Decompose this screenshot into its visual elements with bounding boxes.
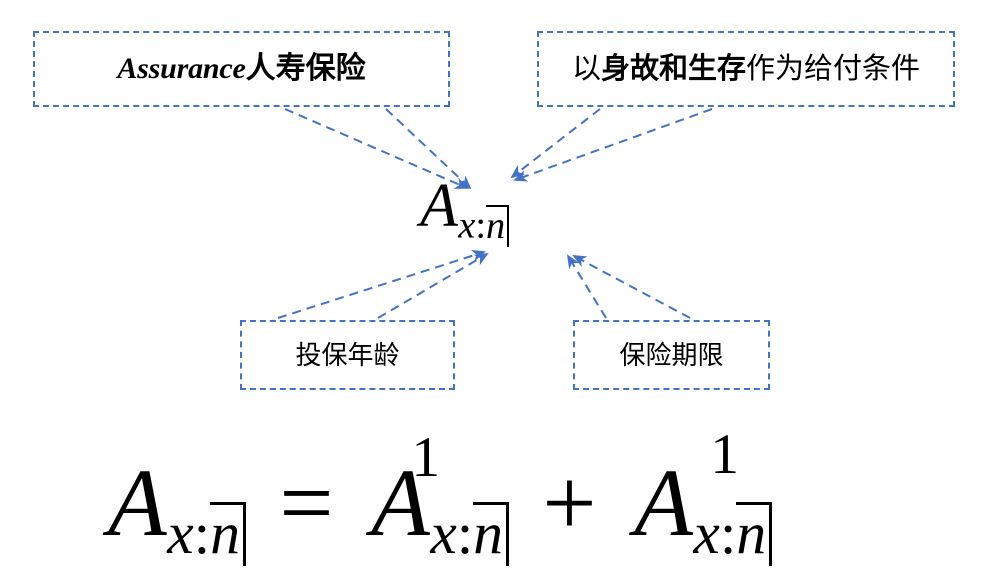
connector-term-n-left (566, 254, 607, 319)
connector-term-n-right (572, 255, 691, 319)
angle-overline-icon (210, 502, 246, 506)
callout-policy-term-label: 保险期限 (619, 340, 724, 370)
formula-main-term: n (486, 204, 506, 247)
angle-overline-icon (473, 502, 509, 506)
callout-assurance: Assurance人寿保险 (33, 31, 450, 107)
connector-age-x-right (377, 252, 489, 319)
equation-term-2-subscript: x:n (430, 499, 509, 567)
callout-benefit-emphasis: 身故和生存 (600, 52, 746, 85)
formula-main-subscript: x:n (458, 204, 510, 247)
callout-issue-age-label: 投保年龄 (295, 340, 400, 370)
callout-assurance-cn: 人寿保险 (245, 52, 366, 85)
equation-term-2-term: n (473, 499, 504, 566)
connector-benefit-a-right (513, 108, 713, 182)
equation-term-3-base: A (634, 449, 693, 556)
equation-term-1-subscript: x:n (167, 499, 246, 567)
equation-term-1-angle: n (210, 499, 246, 567)
connector-benefit-a-left (510, 108, 601, 179)
equation-term-1-base: A (108, 449, 167, 556)
callout-assurance-latin: Assurance (117, 52, 246, 85)
formula-main-base: A (420, 172, 458, 240)
equation-term-3-separator: : (719, 499, 737, 566)
equation-plus-operator: + (542, 449, 597, 556)
formula-main-separator: : (475, 204, 486, 247)
equation-term-2-base: A (371, 449, 430, 556)
angle-tick-icon (768, 502, 773, 567)
equation-term-3-age: x (693, 499, 720, 566)
equation-term-2-superscript-one: 1 (411, 426, 441, 490)
formula-main-symbol: Ax:n (420, 172, 510, 247)
equation-term-2-age: x (430, 499, 457, 566)
equation-term-1: Ax:n (108, 449, 246, 567)
equation-term-1-term: n (210, 499, 240, 566)
angle-overline-icon (736, 502, 773, 506)
connector-age-x-left (277, 249, 486, 319)
equation-term-2-separator: : (456, 499, 474, 566)
equation-term-1-separator: : (193, 499, 211, 566)
equation-term-3-subscript: x:n (693, 499, 773, 567)
callout-benefit-suffix: 作为给付条件 (746, 52, 921, 85)
equation-term-2-angle: n (473, 499, 509, 567)
callout-issue-age: 投保年龄 (240, 320, 455, 390)
formula-main-term-angle: n (486, 204, 510, 247)
equation-term-3-angle: n (736, 499, 773, 567)
angle-tick-icon (242, 502, 246, 567)
callout-assurance-label: Assurance人寿保险 (117, 54, 365, 84)
angle-tick-icon (505, 502, 509, 567)
callout-benefit-prefix: 以 (571, 52, 601, 85)
equation-term-3-superscript-one: 1 (710, 422, 740, 486)
angle-tick-icon (506, 205, 510, 247)
callout-benefit-condition: 以身故和生存作为给付条件 (537, 31, 955, 107)
callout-benefit-label: 以身故和生存作为给付条件 (571, 52, 921, 85)
equation-term-3-term: n (736, 499, 767, 566)
equation-term-1-age: x (167, 499, 194, 566)
callout-policy-term: 保险期限 (573, 320, 770, 390)
equation-equals-operator: = (279, 449, 334, 556)
angle-overline-icon (486, 205, 510, 208)
formula-main-age: x (458, 204, 476, 247)
